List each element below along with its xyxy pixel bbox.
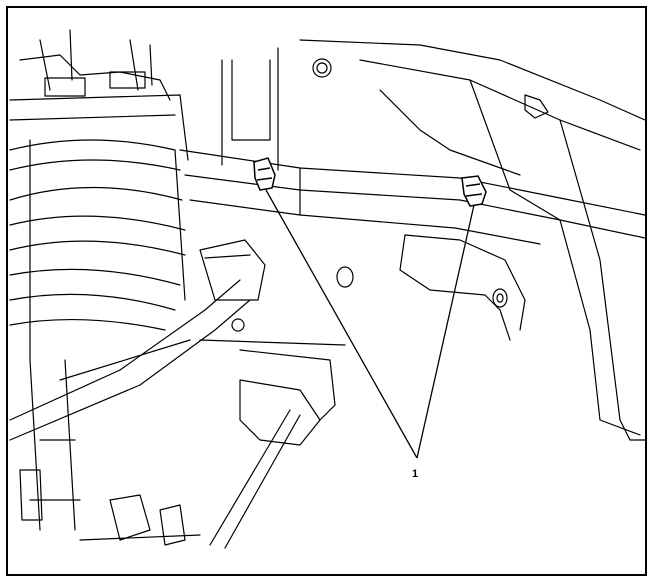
frame-rail [179,149,646,245]
lower-left-hardware [19,469,201,546]
callout-1-label: 1 [412,468,419,480]
coil-spring [9,139,186,361]
lower-bracket [336,234,526,341]
shock-absorber [29,359,81,531]
clip-left [253,157,276,191]
clip-right [461,175,487,207]
strut-tower [221,47,279,171]
tie-rod [199,339,346,549]
upper-mount [9,29,189,161]
diagram-border [6,6,647,576]
fender-panel [299,39,646,441]
lower-control-arm [9,239,266,441]
callout-leader-lines [265,189,475,459]
